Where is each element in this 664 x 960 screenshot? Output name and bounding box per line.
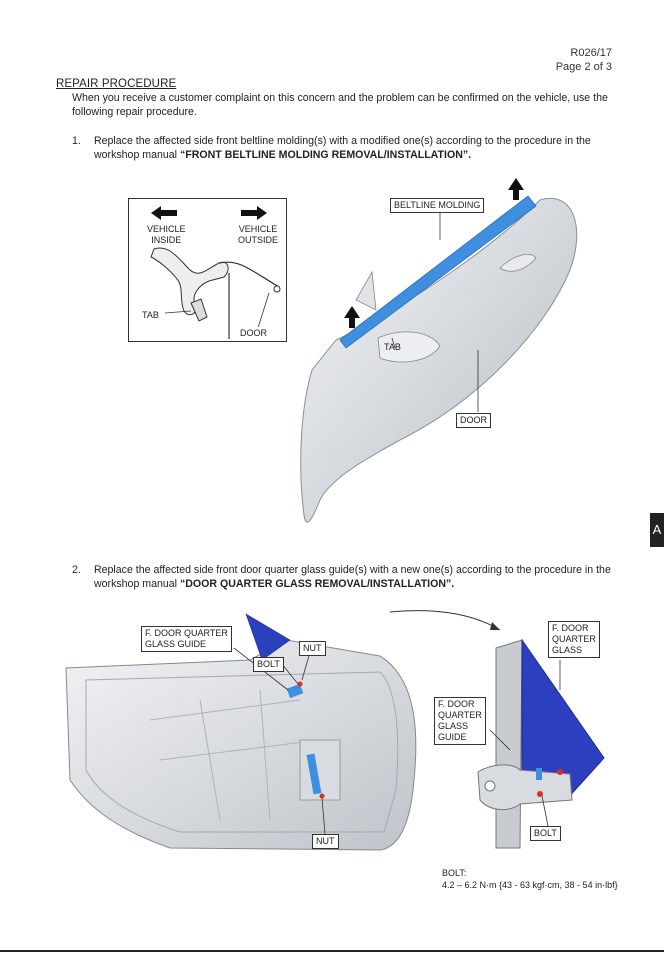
bolt-label-right: BOLT [530,826,561,841]
vehicle-inside-label: VEHICLE INSIDE [144,223,189,247]
document-header: R026/17 Page 2 of 3 [556,46,612,74]
step-number: 2. [72,564,81,576]
molding-cross-section-inset: VEHICLE INSIDE VEHICLE OUTSIDE TAB DOOR [128,198,287,342]
cross-section-drawing [150,206,281,339]
step-number: 1. [72,135,81,147]
step-manual-reference: “DOOR QUARTER GLASS REMOVAL/INSTALLATION… [179,577,455,590]
arrow-right-icon [241,206,267,220]
tab-shape [377,331,441,363]
inset-tab-label: TAB [139,309,162,322]
bottom-divider [0,950,664,952]
door-inner-panel [65,639,417,851]
beltline-molding-highlight [339,195,537,349]
step-1: 1. Replace the affected side front beltl… [72,135,624,162]
step-manual-reference: “FRONT BELTLINE MOLDING REMOVAL/INSTALLA… [179,148,472,161]
arrow-up-icon [344,306,360,328]
arrow-left-icon [151,206,177,220]
inset-door-label: DOOR [237,327,270,340]
glass-guide-label-left: F. DOOR QUARTER GLASS GUIDE [141,626,232,652]
section-title: REPAIR PROCEDURE [56,78,177,90]
page-number: Page 2 of 3 [555,61,612,73]
step-2: 2. Replace the affected side front door … [72,564,624,591]
torque-spec-label: BOLT: [442,868,467,878]
quarter-glass-label: F. DOOR QUARTER GLASS [548,621,600,658]
quarter-glass-highlight-small [245,613,291,661]
torque-spec: BOLT: 4.2 – 6.2 N·m {43 - 63 kgf·cm, 38 … [442,867,618,891]
step-text: Replace the affected side front beltline… [94,135,591,161]
intro-paragraph: When you receive a customer complaint on… [72,92,608,118]
door-label: DOOR [456,413,491,428]
beltline-molding-label: BELTLINE MOLDING [390,198,485,213]
torque-spec-value: 4.2 – 6.2 N·m {43 - 63 kgf·cm, 38 - 54 i… [442,880,618,890]
document-id: R026/17 [570,47,612,59]
nut-label-top: NUT [299,641,326,656]
glass-guide-label-right: F. DOOR QUARTER GLASS GUIDE [434,697,486,745]
vehicle-outside-label: VEHICLE OUTSIDE [235,223,282,247]
bolt-label-top: BOLT [253,657,284,672]
tab-label: TAB [384,342,401,352]
arrow-up-icon [508,178,524,200]
step-text: Replace the affected side front door qua… [94,564,611,590]
edge-tab: A [650,513,664,547]
nut-label-bottom: NUT [312,834,339,849]
